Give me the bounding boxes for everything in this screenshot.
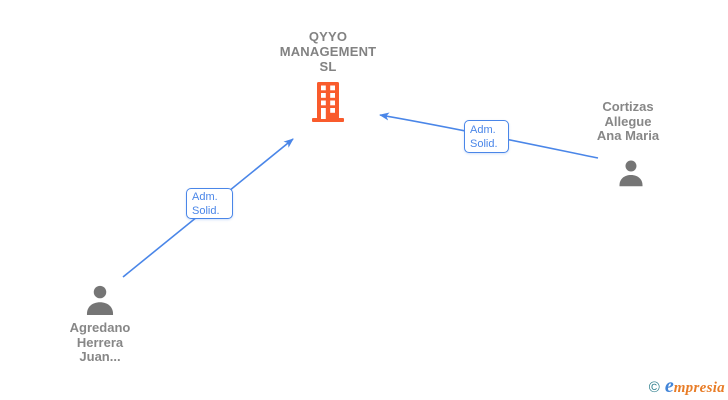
relation-label-line: Adm. (192, 191, 218, 203)
company-name-line: MANAGEMENT (279, 44, 377, 59)
person-name-agredano: Agredano Herrera Juan... (35, 320, 165, 365)
company-name-line: QYYO (308, 29, 348, 44)
empresia-watermark[interactable]: © empresia (649, 375, 725, 398)
relation-label-line: Solid. (470, 137, 498, 150)
company-name: QYYO MANAGEMENT SL (230, 29, 426, 74)
company-name-line: SL (319, 59, 337, 74)
person-name-line: Herrera (76, 334, 124, 350)
person-name-line: Allegue (604, 113, 652, 129)
person-name-line: Agredano (69, 320, 131, 335)
person-node-agredano[interactable] (83, 283, 117, 317)
company-node[interactable] (310, 82, 346, 122)
empresia-logo: empresia (665, 375, 725, 398)
person-icon (83, 283, 117, 317)
person-name-line: Juan... (79, 349, 121, 364)
person-name-line: Cortizas (602, 99, 654, 114)
copyright-icon: © (648, 379, 660, 396)
relation-label-line: Solid. (192, 204, 220, 217)
empresia-logo-rest: mpresia (673, 380, 725, 396)
person-name-line: Ana Maria (596, 128, 660, 143)
person-icon (616, 158, 646, 188)
relation-label-left[interactable]: Adm. Solid. (186, 188, 233, 219)
empresia-logo-initial: e (664, 375, 674, 397)
building-icon (310, 82, 346, 122)
relation-label-line: Adm. (470, 124, 496, 136)
person-node-cortizas[interactable] (616, 158, 646, 188)
relation-label-right[interactable]: Adm. Solid. (464, 120, 509, 153)
person-name-cortizas: Cortizas Allegue Ana Maria (563, 99, 693, 144)
